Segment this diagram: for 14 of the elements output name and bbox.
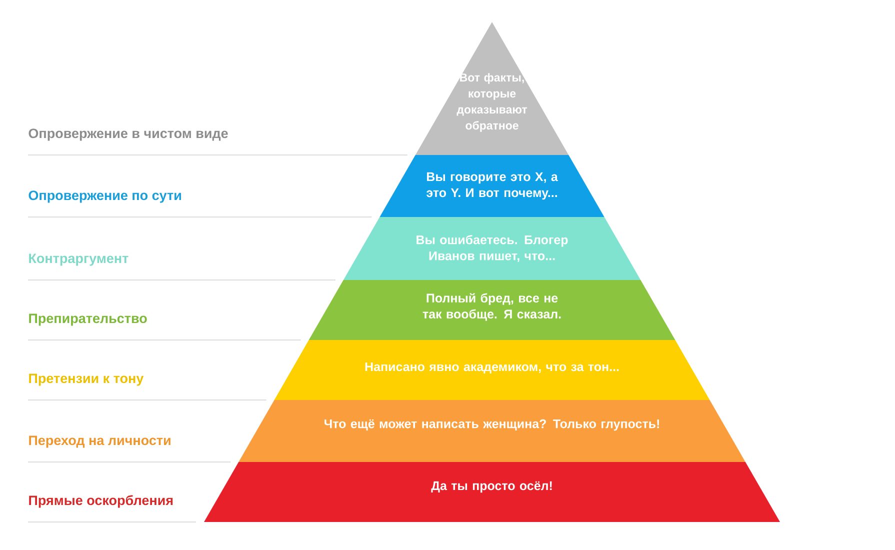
pyramid-level: Вы говорите это X, а это Y. И вот почему...	[380, 155, 604, 217]
level-label: Опровержение в чистом виде	[28, 128, 228, 141]
pyramid-level: Полный бред, все не так вообще. Я сказал.	[308, 280, 676, 340]
pyramid-level: Да ты просто осёл!	[204, 462, 780, 522]
level-label: Препирательство	[29, 314, 147, 326]
level-label: Опровержение по сути	[28, 190, 181, 203]
pyramid-level: Написано явно академиком, что за тон...	[274, 340, 710, 400]
level-label: Переход на личности	[29, 436, 170, 448]
pyramid-level: Что ещё может написать женщина? Только глупость!	[238, 400, 746, 462]
level-label: Контраргумент	[29, 254, 128, 266]
level-label: Претензии к тону	[29, 374, 144, 386]
level-label: Прямые оскорбления	[29, 495, 173, 508]
pyramid-level: Вы ошибаетесь. Блогер Иванов пишет, что...	[343, 217, 641, 280]
pyramid-level: Вот факты, которые доказывают обратное	[415, 22, 569, 155]
